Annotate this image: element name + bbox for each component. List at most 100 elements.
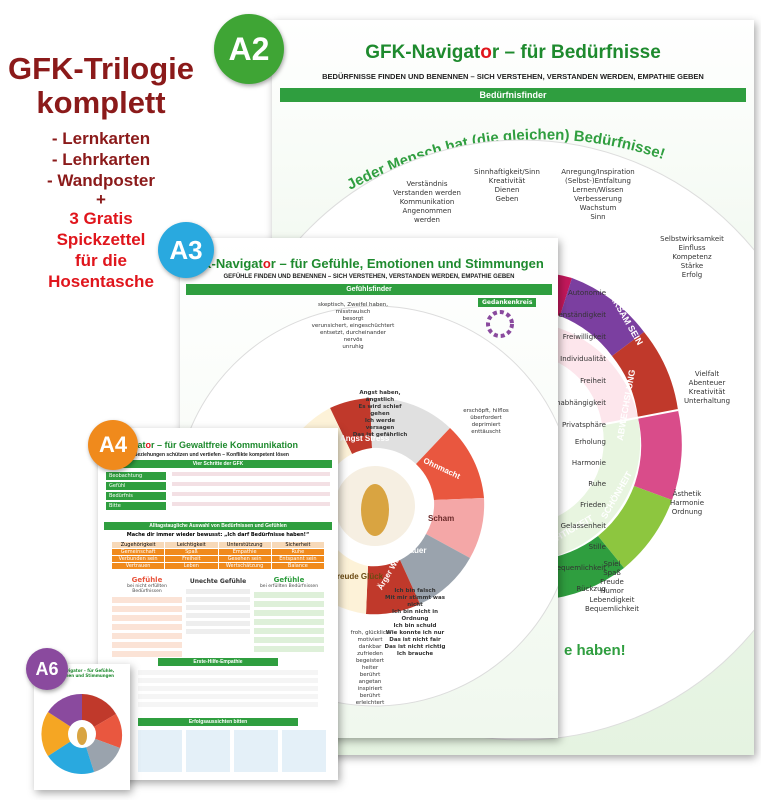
promo-gift-line: für die	[75, 251, 127, 270]
feeling-word: heiter	[361, 665, 379, 671]
ring-word: Einfluss	[678, 244, 706, 252]
feelings-met-list	[254, 592, 324, 652]
feeling-word: begeistert	[355, 658, 385, 664]
feeling-word: Es wird schief gehen	[358, 404, 402, 417]
promo-item: - Lehrkarten	[51, 150, 151, 169]
ring-word: Geben	[495, 195, 519, 203]
badge-a6: A6	[26, 648, 68, 690]
poster-a4-bar3: Erste-Hilfe-Empathie	[158, 658, 278, 666]
segment-aerger	[366, 560, 420, 615]
promo-title-line1: GFK-Trilogie	[8, 51, 194, 86]
ring-word: Sinn	[590, 213, 606, 221]
giraffe-icon	[361, 484, 389, 536]
segment-abwechslung	[634, 410, 682, 500]
feeling-word: verunsichert, eingeschüchtert	[311, 323, 395, 329]
feeling-word: froh, glücklich	[350, 630, 390, 636]
promo-gift-line: Spickzettel	[56, 230, 146, 249]
promo-title-line2: komplett	[36, 85, 166, 120]
ring-word: Privatsphäre	[562, 421, 606, 429]
ring-text-leichtigkeit: Spiel Spaß Freude Humor Lebendigkeit Beq…	[572, 560, 652, 614]
feeling-word: Das ist gefährlich	[352, 432, 408, 438]
mini-segment	[41, 712, 82, 756]
badge-a4: A4	[88, 420, 138, 470]
ring-word: Autonomie	[567, 289, 606, 297]
ring-word: Unterhaltung	[683, 397, 731, 405]
poster-a6-title: GFK-Navigator – für Gefühle, Emotionen u…	[49, 668, 115, 678]
feeling-word: dankbar	[358, 644, 382, 650]
inner-ring-ruhe	[534, 418, 641, 560]
feeling-word: Wie konnte ich nur	[385, 630, 445, 636]
steps-description	[172, 472, 330, 512]
feelings-fake-list	[186, 589, 250, 637]
ring-text-wirksam: Selbstwirksamkeit Einfluss Kompetenz Stä…	[652, 235, 732, 280]
ring-word: Erfolg	[681, 271, 703, 279]
badge-a2: A2	[214, 14, 284, 84]
ring-text-abwechslung: Vielfalt Abenteuer Kreativität Unterhalt…	[672, 370, 742, 406]
feeling-word: enttäuscht	[471, 429, 501, 435]
feeling-word: berührt	[359, 693, 381, 699]
ring-word: Erholung	[574, 438, 606, 446]
feeling-word: nervös	[343, 337, 363, 343]
ring-word: Abenteuer	[688, 379, 726, 387]
gedankenkreis-label: Gedankenkreis	[478, 298, 537, 307]
needs-cell: Leben	[165, 563, 218, 569]
poster-a6: GFK-Navigator – für Gefühle, Emotionen u…	[34, 664, 130, 790]
needs-table: Zugehörigkeit Leichtigkeit Unterstützung…	[112, 542, 324, 569]
ring-word: Bequemlichkeit	[551, 564, 606, 572]
promo-item: - Wandposter	[47, 171, 155, 190]
ring-word: Gelassenheit	[560, 522, 606, 530]
promo-gift-line: 3 Gratis	[69, 209, 133, 228]
ring-word: Bequemlichkeit	[584, 605, 640, 613]
ring-word: Rückzug	[576, 585, 606, 593]
feeling-word: motiviert	[357, 637, 383, 643]
segment-angst	[330, 398, 372, 454]
ring-text-inner: Autonomie Eigenständigkeit Freiwilligkei…	[536, 282, 606, 436]
ring-word: (Selbst-)Entfaltung	[565, 177, 631, 185]
segment-label: Scham	[428, 514, 455, 523]
ring-word: Sinnhaftigkeit/Sinn	[474, 168, 540, 176]
gedankenkreis-icon	[486, 310, 514, 338]
feelings-met-sub: bei erfüllten Bedürfnissen	[259, 584, 319, 589]
ring-word: Ästhetik	[672, 490, 702, 498]
ring-word: Freude	[600, 578, 624, 586]
feeling-word: Ich bin falsch	[394, 588, 436, 594]
needs-col-header: Sicherheit	[271, 542, 324, 548]
steps-list: Beobachtung Gefühl Bedürfnis Bitte	[106, 472, 166, 512]
feeling-word: Das ist nicht fair	[389, 637, 441, 643]
needs-cell: Entspannt sein	[271, 556, 324, 562]
ring-word: Freiwilligkeit	[562, 333, 606, 341]
ring-word: Verstanden werden	[393, 189, 461, 197]
ring-text-entwicklung: Anregung/Inspiration (Selbst-)Entfaltung…	[558, 168, 638, 222]
ring-word: Kreativität	[688, 388, 726, 396]
title-part: r – für Gewaltfreie Kommunikation	[151, 440, 299, 450]
ring-word: Ordnung	[671, 508, 703, 516]
feeling-word: Ich werde versagen	[364, 418, 396, 431]
title-part: r – für Bedürfnisse	[491, 42, 661, 63]
ring-word: Eigenständigkeit	[547, 311, 606, 319]
ring-word: Ruhe	[588, 480, 606, 488]
needs-cell: Spaß	[165, 549, 218, 555]
feelings-met: Gefühle bei erfüllten Bedürfnissen	[254, 576, 324, 652]
poster-a2-title: GFK-Navigator – für Bedürfnisse	[272, 42, 754, 64]
segment-trauer	[400, 534, 470, 604]
title-highlight: o	[262, 256, 271, 271]
step-item: Gefühl	[106, 482, 166, 490]
promo-plus: +	[96, 190, 106, 209]
ring-word: Lebendigkeit	[589, 596, 635, 604]
poster-a3-subtitle: GEFÜHLE FINDEN UND BENENNEN – SICH VERST…	[223, 274, 515, 280]
feeling-word: erschöpft, hilflos	[463, 408, 509, 414]
feeling-word: skeptisch, Zweifel haben, misstrauisch	[317, 302, 389, 315]
needs-cell: Verbunden sein	[112, 556, 165, 562]
needs-cell: Gesehen sein	[218, 556, 271, 562]
ring-word: Stärke	[680, 262, 704, 270]
step-item: Bedürfnis	[106, 492, 166, 500]
segment-leichtigkeit	[538, 536, 624, 600]
ring-text-schoenheit: Ästhetik Harmonie Ordnung	[652, 490, 722, 517]
feelings-unmet-sub: bei nicht erfüllten Bedürfnissen	[127, 584, 167, 594]
badge-a3: A3	[158, 222, 214, 278]
title-highlight: o	[145, 440, 152, 450]
segment-neutral	[370, 397, 450, 464]
feeling-word: entsetzt, durcheinander	[320, 330, 386, 336]
request-boxes	[138, 730, 328, 772]
ring-text-sinn: Sinnhaftigkeit/Sinn Kreativität Dienen G…	[472, 168, 542, 204]
